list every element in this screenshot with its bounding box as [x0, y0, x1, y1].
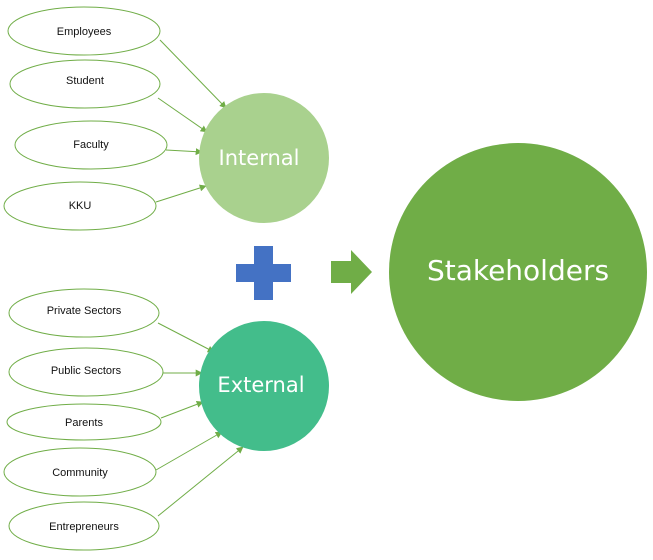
member-public-sectors: Public Sectors: [8, 347, 164, 397]
member-label: Parents: [65, 417, 103, 429]
connector-entrepreneurs: [157, 446, 244, 517]
connector-private-sectors: [157, 322, 215, 353]
connector-student: [157, 97, 208, 133]
connector-kku: [155, 184, 207, 203]
external-node: External: [199, 321, 329, 451]
member-label: Public Sectors: [51, 365, 122, 377]
member-private-sectors: Private Sectors: [8, 288, 160, 338]
member-faculty: Faculty: [14, 120, 168, 170]
member-label: Private Sectors: [47, 305, 122, 317]
stakeholders-label: Stakeholders: [427, 254, 609, 287]
member-label: Student: [66, 75, 104, 87]
plus-icon: [236, 246, 291, 300]
member-entrepreneurs: Entrepreneurs: [8, 501, 160, 551]
member-label: Entrepreneurs: [49, 521, 119, 533]
member-kku: KKU: [3, 181, 157, 231]
member-community: Community: [3, 447, 157, 497]
internal-label: Internal: [219, 146, 300, 170]
external-label: External: [217, 373, 304, 397]
internal-members: Employees Student Faculty KKU: [3, 6, 168, 231]
external-members: Private Sectors Public Sectors Parents C…: [3, 288, 164, 551]
member-student: Student: [9, 59, 161, 109]
internal-node: Internal: [199, 93, 329, 223]
internal-connectors: [155, 39, 227, 203]
member-label: KKU: [69, 200, 92, 212]
member-label: Faculty: [73, 139, 109, 151]
member-parents: Parents: [6, 403, 162, 441]
connector-community: [155, 431, 223, 471]
stakeholders-node: Stakeholders: [389, 143, 647, 401]
member-employees: Employees: [7, 6, 161, 56]
right-arrow-icon: [331, 250, 372, 294]
connector-faculty: [165, 148, 203, 156]
member-label: Community: [52, 467, 108, 479]
member-label: Employees: [57, 26, 112, 38]
connector-employees: [159, 39, 227, 109]
external-connectors: [155, 322, 244, 517]
connector-parents: [160, 400, 204, 419]
